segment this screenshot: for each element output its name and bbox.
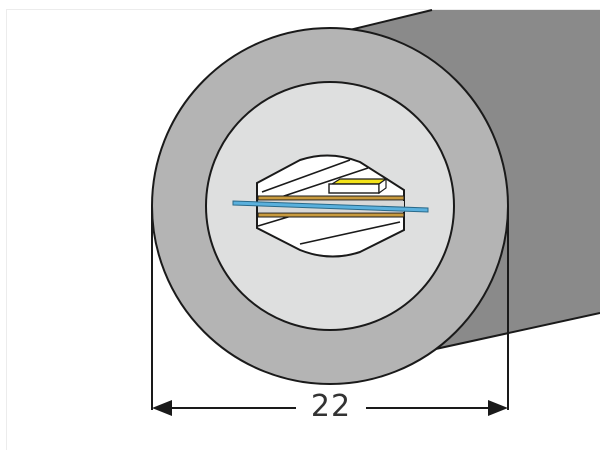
pcb-strip-top [257, 195, 405, 201]
arrow-left-icon [152, 400, 172, 416]
image-frame [6, 9, 600, 450]
pcb-strip-bottom [257, 212, 405, 218]
led-chip-side [378, 177, 387, 195]
housing-hatch-line [299, 221, 401, 245]
dimension-label: 22 [296, 387, 366, 427]
copper-wire [232, 200, 429, 213]
led-chip-top [329, 178, 388, 185]
housing-hatch-line [277, 167, 369, 199]
arrow-right-icon [488, 400, 508, 416]
led-chip [328, 183, 380, 194]
housing-hatch-line [261, 159, 351, 193]
